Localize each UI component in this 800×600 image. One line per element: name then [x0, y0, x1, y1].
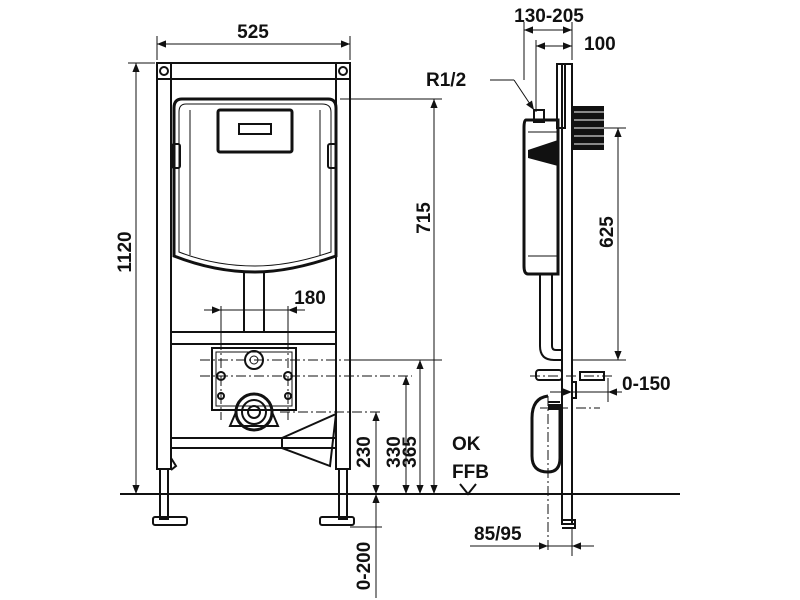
front-view: 525 1120 715 180 365 330 230 0-200 OK — [115, 22, 489, 598]
dim-spacing-label: 180 — [294, 288, 326, 309]
dim-offset-label: 100 — [584, 34, 616, 55]
dim-leg-adjust-label: 0-200 — [354, 542, 375, 591]
dim-foot-depth-label: 85/95 — [474, 524, 522, 545]
frame-top-rail — [156, 62, 351, 80]
frame-bottom-rail — [170, 437, 337, 449]
leg-left — [159, 468, 169, 520]
dim-pipe-adjust-label: 0-150 — [622, 374, 671, 395]
frame-left-post — [156, 62, 172, 470]
foot-right — [319, 516, 355, 526]
mounting-bracket — [211, 347, 297, 411]
side-cistern — [522, 118, 560, 276]
dim-side-cistern-label: 625 — [597, 216, 618, 248]
inlet-connector-icon — [528, 106, 604, 166]
flush-plate-frame — [216, 108, 294, 154]
side-outlet-bend — [530, 394, 562, 474]
dim-height-label: 1120 — [115, 231, 136, 272]
ok-label: OK — [452, 434, 481, 455]
thread-label: R1/2 — [426, 70, 466, 91]
foot-left — [152, 516, 188, 526]
side-frame-post — [561, 63, 573, 525]
floor-level-marker-icon — [459, 483, 477, 496]
side-view: 130-205 100 R1/2 625 0-150 85/95 — [426, 6, 671, 556]
dim-width-label: 525 — [237, 22, 269, 43]
dim-depth-range-label: 130-205 — [514, 6, 584, 27]
bolt-icon — [159, 66, 169, 76]
ffb-label: FFB — [452, 462, 489, 483]
leg-right — [338, 468, 348, 520]
bolt-icon — [338, 66, 348, 76]
dim-230-label: 230 — [354, 436, 375, 468]
flush-button-icon — [238, 123, 272, 135]
frame-right-post — [335, 62, 351, 470]
frame-mid-rail — [170, 331, 337, 345]
floor-brace — [281, 412, 338, 468]
cistern-body — [172, 97, 338, 274]
dim-330-label: 330 — [384, 436, 405, 468]
dim-cistern-label: 715 — [414, 202, 435, 234]
